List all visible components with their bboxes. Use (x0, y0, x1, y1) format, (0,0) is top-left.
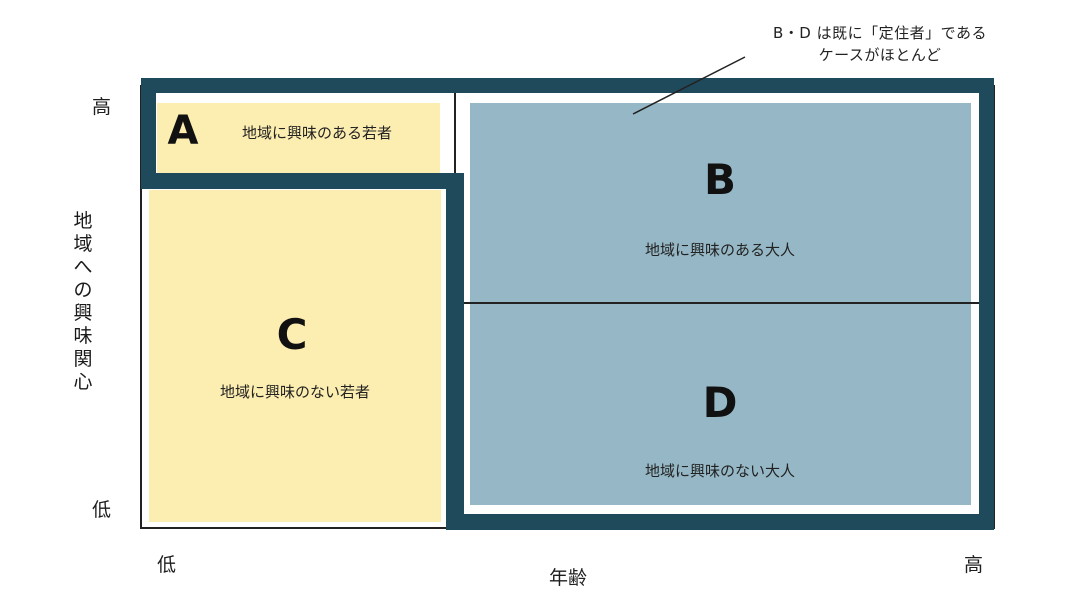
y-axis-label-char: 心 (73, 371, 93, 393)
y-axis-label-char: の (73, 279, 93, 301)
callout-leader-line (632, 56, 746, 115)
quadrant-b-desc: 地域に興味のある大人 (644, 241, 795, 259)
x-axis-low: 低 (157, 554, 177, 576)
quadrant-a-fill (157, 103, 440, 173)
x-axis-label: 年齢 (548, 567, 587, 589)
settled-frame (141, 78, 994, 530)
callout-note: B・D は既に「定住者」である ケースがほとんど (700, 22, 1060, 66)
quadrant-c-desc: 地域に興味のない若者 (219, 383, 370, 401)
x-axis-high: 高 (964, 554, 984, 576)
quadrant-d-desc: 地域に興味のない大人 (644, 462, 795, 480)
y-axis-label-char: 関 (73, 348, 93, 370)
quadrant-d-letter: D (702, 378, 738, 427)
y-axis-label-char: 地 (73, 210, 93, 232)
quadrant-a-letter: A (167, 108, 199, 154)
quadrant-a-desc: 地域に興味のある若者 (241, 124, 392, 142)
quadrant-b-letter: B (703, 155, 736, 204)
callout-line-1: B・D は既に「定住者」である (773, 24, 987, 42)
y-axis-low: 低 (92, 499, 112, 521)
y-axis-label-char: へ (73, 256, 93, 278)
quadrant-c-fill (149, 190, 441, 522)
y-axis-label: 地 域 へ の 興 味 関 心 (71, 210, 95, 394)
y-axis-label-char: 域 (73, 233, 93, 255)
y-axis-label-char: 味 (73, 325, 93, 347)
callout-line-2: ケースがほとんど (818, 46, 942, 64)
quadrant-c-letter: C (276, 310, 308, 359)
y-axis-label-char: 興 (73, 302, 93, 324)
y-axis-high: 高 (92, 96, 112, 118)
